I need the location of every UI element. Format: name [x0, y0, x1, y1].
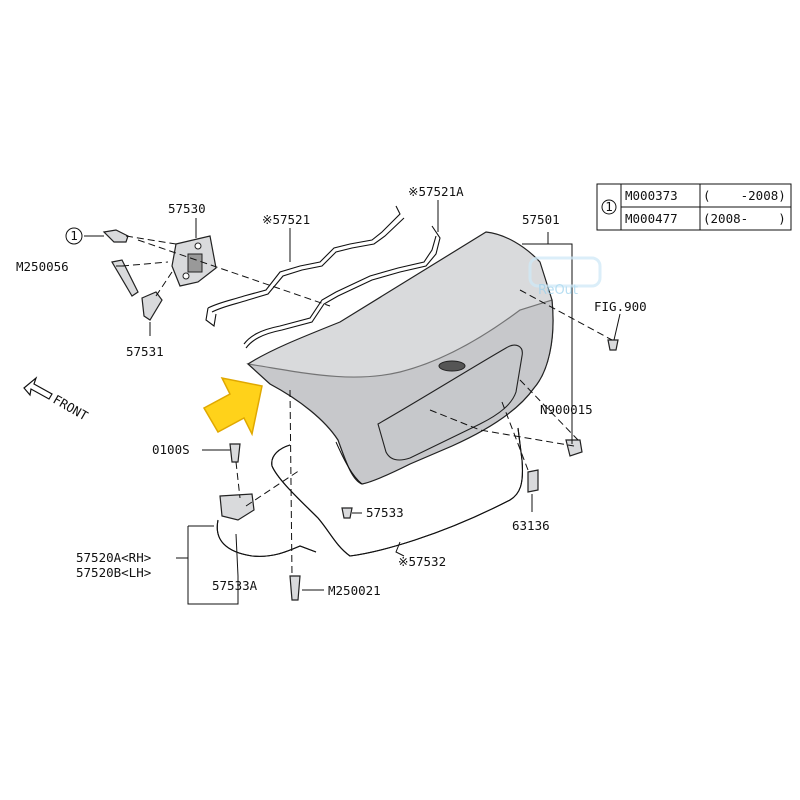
label-fig900: FIG.900	[594, 299, 647, 314]
watermark: ReOut	[528, 256, 602, 298]
front-label: FRONT	[51, 392, 91, 424]
ref-marker-1-label: 1	[70, 228, 78, 243]
label-57530: 57530	[168, 201, 206, 216]
table-row-2-range: (2008- )	[703, 211, 786, 226]
emblem	[438, 360, 466, 372]
label-m250056: M250056	[16, 259, 69, 274]
label-57532: ※57532	[398, 554, 446, 569]
label-57520a: 57520A<RH>	[76, 550, 151, 565]
label-57533: 57533	[366, 505, 404, 520]
table-row-1-code: M000373	[625, 188, 678, 203]
label-0100s: 0100S	[152, 442, 190, 457]
cable-57521a	[245, 225, 441, 349]
applicability-table: 1 M000373 ( -2008) M000477 (2008- )	[596, 183, 792, 231]
label-n900015: N900015	[540, 402, 593, 417]
trunk-lid	[246, 231, 554, 485]
latch-assembly	[102, 229, 217, 321]
label-m250021: M250021	[328, 583, 381, 598]
label-57501: 57501	[522, 212, 560, 227]
label-57521: ※57521	[262, 212, 310, 227]
table-ref-marker-label: 1	[605, 199, 613, 214]
cable-57521	[207, 205, 401, 309]
label-57520b: 57520B<LH>	[76, 565, 151, 580]
front-direction-indicator: FRONT	[23, 376, 91, 424]
label-57531: 57531	[126, 344, 164, 359]
label-57521a: ※57521A	[408, 184, 464, 199]
highlight-arrow-icon	[202, 376, 263, 437]
hinge-assembly	[216, 339, 619, 601]
label-57533a: 57533A	[212, 578, 258, 593]
label-63136: 63136	[512, 518, 550, 533]
ref-marker-1	[65, 227, 83, 245]
front-arrow-icon	[23, 376, 53, 400]
table-row-2-code: M000477	[625, 211, 678, 226]
table-ref-marker	[601, 199, 617, 215]
table-row-1-range: ( -2008)	[703, 188, 786, 203]
license-recess	[377, 344, 523, 461]
watermark-text: ReOut	[538, 283, 578, 298]
